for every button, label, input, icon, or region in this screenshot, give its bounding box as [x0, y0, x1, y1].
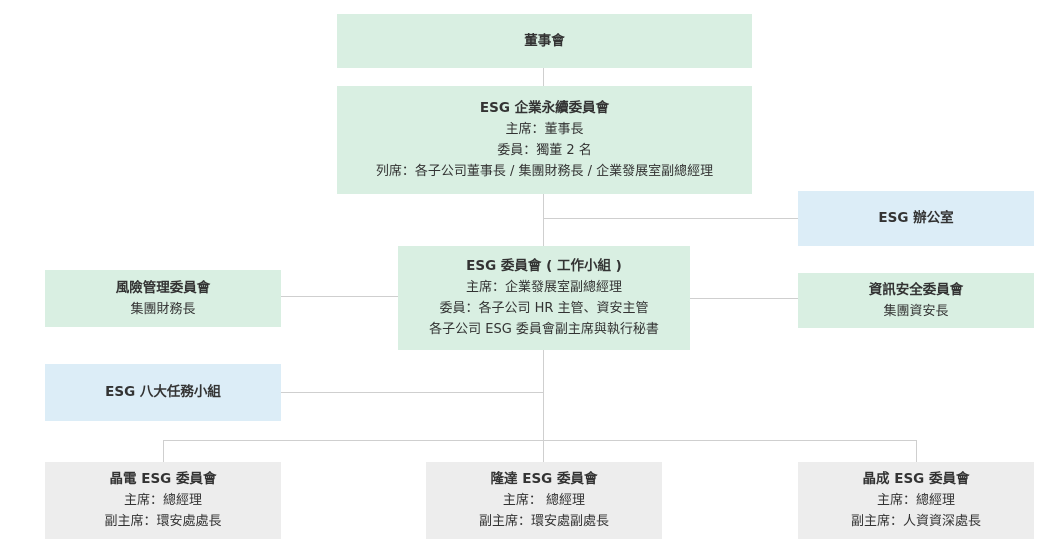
subsidiary-committee-box: 晶電 ESG 委員會 主席：總經理 副主席：環安處處長 [45, 462, 281, 539]
connector-to-subsidiary-middle [543, 440, 544, 462]
connector-to-esg-office [543, 218, 798, 219]
connector-to-infosec-committee [690, 298, 798, 299]
info-security-committee-title: 資訊安全委員會 [868, 281, 964, 298]
subsidiary-committee-box: 晶成 ESG 委員會 主席：總經理 副主席：人資資深處長 [798, 462, 1034, 539]
subsidiary-committee-title: 晶成 ESG 委員會 [862, 471, 970, 487]
info-security-committee-box: 資訊安全委員會 集團資安長 [798, 273, 1034, 328]
esg-working-group-chair: 主席：企業發展室副總經理 [465, 280, 622, 295]
esg-sustainability-committee-title: ESG 企業永續委員會 [479, 100, 610, 116]
subsidiary-committee-box: 隆達 ESG 委員會 主席： 總經理 副主席：環安處副處長 [426, 462, 662, 539]
connector-subsidiaries-bar [163, 440, 916, 441]
risk-management-committee-box: 風險管理委員會 集團財務長 [45, 270, 281, 327]
subsidiary-committee-chair: 主席：總經理 [123, 493, 202, 508]
board-title: 董事會 [524, 32, 565, 49]
esg-sustainability-committee-chair: 主席：董事長 [505, 122, 584, 137]
esg-office-title: ESG 辦公室 [878, 210, 954, 226]
esg-working-group-title: ESG 委員會 ( 工作小組 ) [466, 258, 622, 274]
subsidiary-committee-vice-chair: 副主席：環安處處長 [104, 514, 222, 529]
esg-working-group-members: 委員：各子公司 HR 主管、資安主管 [439, 301, 649, 316]
risk-management-committee-title: 風險管理委員會 [115, 279, 211, 296]
esg-task-forces-box: ESG 八大任務小組 [45, 364, 281, 421]
esg-working-group-box: ESG 委員會 ( 工作小組 ) 主席：企業發展室副總經理 委員：各子公司 HR… [398, 246, 690, 350]
subsidiary-committee-vice-chair: 副主席：人資資深處長 [850, 514, 981, 529]
subsidiary-committee-vice-chair: 副主席：環安處副處長 [478, 514, 609, 529]
connector-to-risk-committee [281, 296, 398, 297]
esg-task-forces-title: ESG 八大任務小組 [105, 384, 221, 400]
risk-management-committee-lead: 集團財務長 [130, 301, 196, 317]
esg-sustainability-committee-box: ESG 企業永續委員會 主席：董事長 委員：獨董 2 名 列席：各子公司董事長 … [337, 86, 752, 194]
esg-working-group-others: 各子公司 ESG 委員會副主席與執行秘書 [429, 322, 659, 337]
connector-board-to-committee [543, 68, 544, 86]
esg-office-box: ESG 辦公室 [798, 191, 1034, 246]
connector-to-task-forces [281, 392, 543, 393]
esg-sustainability-committee-members: 委員：獨董 2 名 [497, 143, 592, 158]
info-security-committee-lead: 集團資安長 [883, 303, 949, 319]
subsidiary-committee-title: 晶電 ESG 委員會 [109, 471, 217, 487]
subsidiary-committee-title: 隆達 ESG 委員會 [490, 471, 598, 487]
subsidiary-committee-chair: 主席：總經理 [876, 493, 955, 508]
board-box: 董事會 [337, 14, 752, 68]
esg-sustainability-committee-attendees: 列席：各子公司董事長 / 集團財務長 / 企業發展室副總經理 [375, 164, 714, 179]
connector-to-subsidiary-right [916, 440, 917, 462]
connector-to-subsidiary-left [163, 440, 164, 462]
subsidiary-committee-chair: 主席： 總經理 [502, 493, 586, 508]
